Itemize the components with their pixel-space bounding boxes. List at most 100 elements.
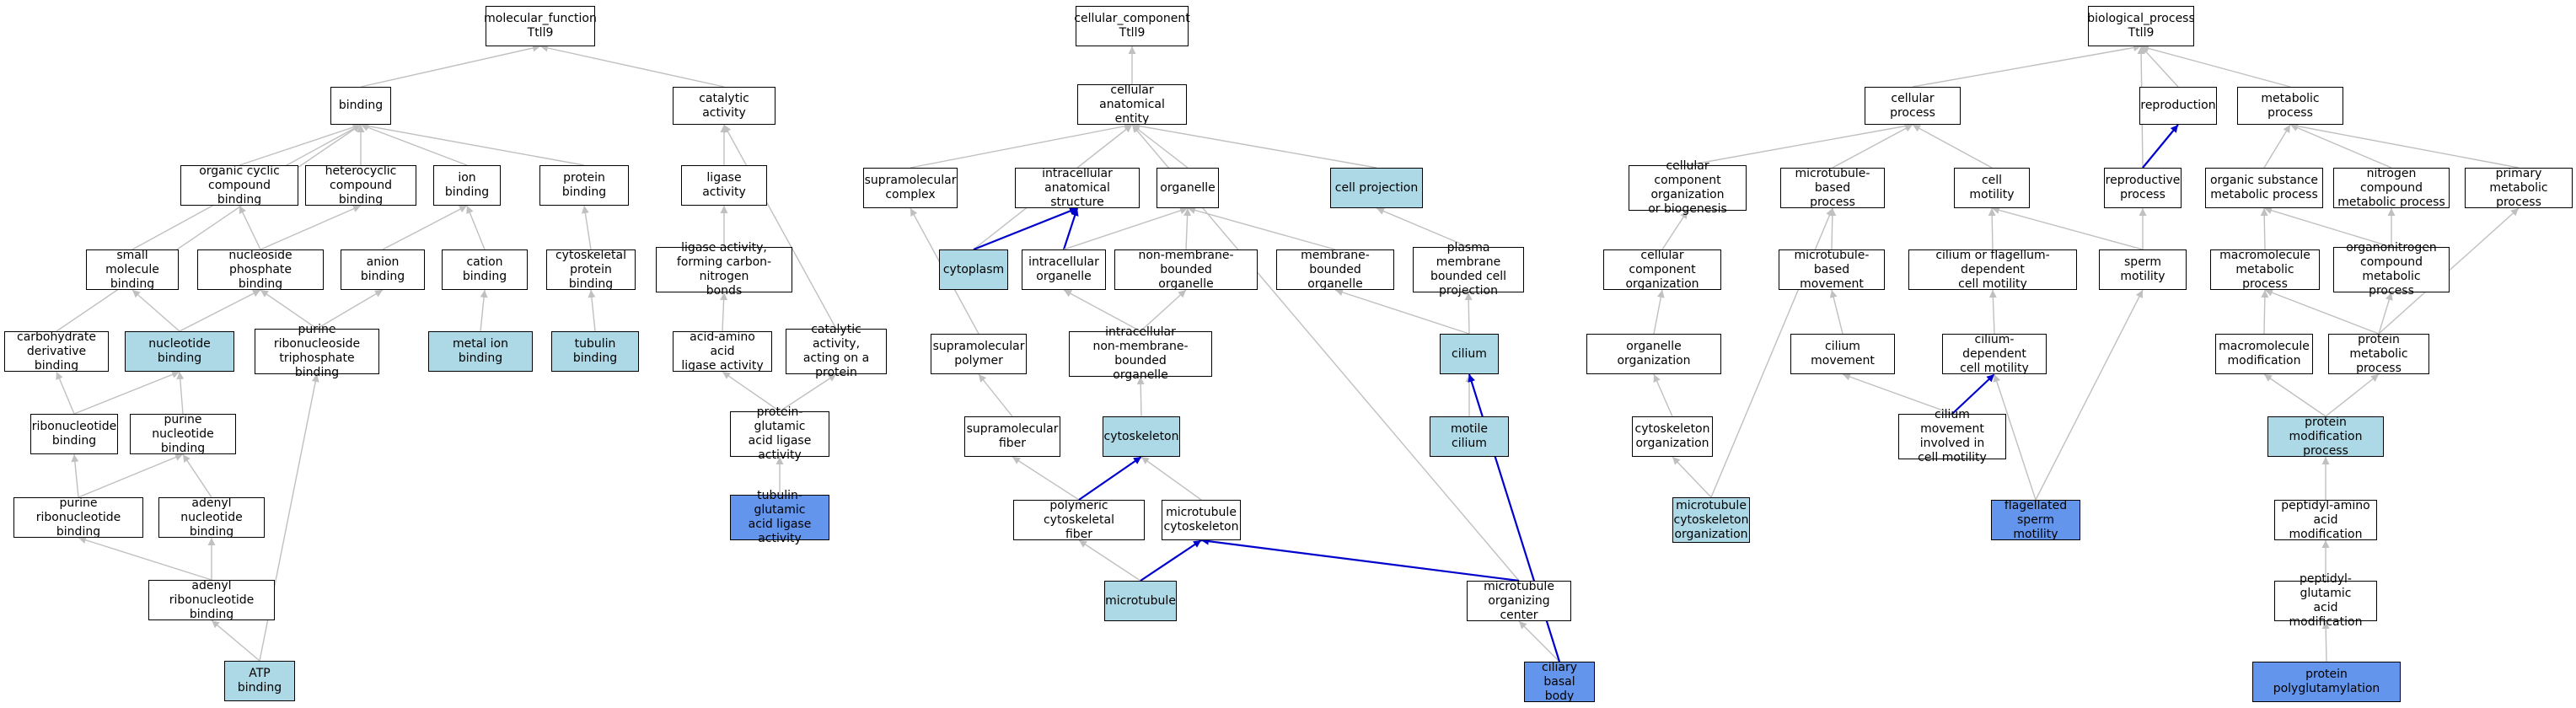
node-purine-ribonucleoside-triphosphate-binding[interactable]: purine ribonucleoside triphosphate bindi… [255, 323, 379, 379]
node-ligase-activity[interactable]: ligase activity [681, 165, 767, 206]
node-peptidyl-glutamic-acid-modification[interactable]: peptidyl-glutamic acid modification [2274, 572, 2377, 629]
node-cilium-dependent-cell-motility[interactable]: cilium-dependent cell motility [1942, 333, 2047, 375]
node-supramolecular-complex[interactable]: supramolecular complex [863, 168, 958, 208]
edge-cilium-to-mem_organelle [1334, 288, 1470, 335]
node-cytoskeletal-protein-binding[interactable]: cytoskeletal protein binding [546, 249, 636, 291]
node-nucleoside-phosphate-binding[interactable]: nucleoside phosphate binding [197, 249, 324, 291]
edge-polymeric_cytoskeletal_fiber-to-supramolecular_fiber [1012, 456, 1080, 501]
node-ion-binding[interactable]: ion binding [433, 165, 501, 206]
edge-nucleoside_phosphate-to-heterocyclic [260, 205, 362, 250]
node-cilium[interactable]: cilium [1440, 334, 1499, 374]
node-microtubule[interactable]: microtubule [1104, 581, 1177, 621]
node-cellular-component-root[interactable]: cellular_component Ttll9 [1074, 6, 1190, 46]
node-reproduction[interactable]: reproduction [2139, 87, 2217, 125]
node-purine-nucleotide-binding[interactable]: purine nucleotide binding [130, 413, 236, 455]
node-molecular-function-root[interactable]: molecular_function Ttll9 [484, 6, 597, 46]
node-protein-polyglutamylation[interactable]: protein polyglutamylation [2252, 662, 2401, 702]
node-intracellular-organelle[interactable]: intracellular organelle [1022, 249, 1106, 290]
node-ribonucleotide-binding[interactable]: ribonucleotide binding [30, 414, 118, 454]
edge-ciliary_basal_body-to-mtoc [1518, 620, 1560, 662]
node-organelle[interactable]: organelle [1157, 168, 1219, 208]
node-cell-projection[interactable]: cell projection [1330, 168, 1423, 208]
node-protein-modification-process[interactable]: protein modification process [2267, 416, 2384, 458]
node-acid-amino-acid-ligase-activity[interactable]: acid-amino acid ligase activity [673, 330, 772, 373]
node-plasma-membrane-bounded-cell-projection[interactable]: plasma membrane bounded cell projection [1413, 241, 1524, 298]
node-adenyl-nucleotide-binding[interactable]: adenyl nucleotide binding [158, 496, 265, 539]
node-cytoskeleton-organization[interactable]: cytoskeleton organization [1632, 416, 1713, 457]
node-supramolecular-polymer[interactable]: supramolecular polymer [931, 334, 1027, 374]
node-sperm-motility[interactable]: sperm motility [2099, 249, 2187, 290]
node-intracellular-anatomical-structure[interactable]: intracellular anatomical structure [1015, 167, 1140, 209]
node-ciliary-basal-body[interactable]: ciliary basal body [1524, 661, 1595, 703]
node-organic-substance-metabolic-process[interactable]: organic substance metabolic process [2205, 168, 2323, 208]
node-macromolecule-modification[interactable]: macromolecule modification [2215, 334, 2313, 374]
edge-catalytic_activity-to-mf_root [539, 44, 725, 88]
node-metabolic-process[interactable]: metabolic process [2237, 87, 2343, 125]
node-atp-binding[interactable]: ATP binding [224, 661, 295, 701]
edge-supramolecular_complex-to-cae [910, 122, 1133, 169]
node-cell-motility[interactable]: cell motility [1954, 168, 2030, 208]
node-catalytic-activity-on-protein[interactable]: catalytic activity, acting on a protein [786, 323, 887, 379]
node-membrane-bounded-organelle[interactable]: membrane-bounded organelle [1276, 249, 1394, 291]
edge-protein_binding-to-binding [360, 122, 585, 166]
node-tubulin-glutamic-acid-ligase-activity[interactable]: tubulin-glutamic acid ligase activity [730, 489, 829, 545]
node-protein-metabolic-process[interactable]: protein metabolic process [2328, 333, 2429, 375]
node-primary-metabolic-process[interactable]: primary metabolic process [2465, 167, 2573, 209]
node-small-molecule-binding[interactable]: small molecule binding [86, 249, 179, 291]
edge-ion_binding-to-binding [360, 123, 468, 166]
node-microtubule-organizing-center[interactable]: microtubule organizing center [1467, 580, 1571, 622]
edge-metal_ion-to-cation_binding [480, 289, 488, 332]
edge-cilium_movement_motility-to-cilium_movement [1842, 373, 1953, 415]
node-protein-binding[interactable]: protein binding [539, 165, 629, 206]
node-non-membrane-bounded-organelle[interactable]: non-membrane-bounded organelle [1114, 249, 1258, 291]
node-purine-ribonucleotide-binding[interactable]: purine ribonucleotide binding [13, 496, 143, 539]
node-macromolecule-metabolic-process[interactable]: macromolecule metabolic process [2210, 249, 2320, 291]
node-metal-ion-binding[interactable]: metal ion binding [428, 331, 533, 372]
edge-organelle_organization-to-cc_organization [1653, 289, 1665, 335]
node-cytoskeleton[interactable]: cytoskeleton [1103, 416, 1180, 457]
node-microtubule-based-movement[interactable]: microtubule-based movement [1779, 249, 1885, 291]
node-cellular-anatomical-entity[interactable]: cellular anatomical entity [1077, 83, 1187, 126]
node-binding[interactable]: binding [330, 87, 391, 125]
node-cellular-component-organization[interactable]: cellular component organization [1603, 249, 1721, 291]
node-microtubule-cytoskeleton-organization[interactable]: microtubule cytoskeleton organization [1672, 497, 1750, 543]
node-organonitrogen-compound-metabolic-process[interactable]: organonitrogen compound metabolic proces… [2333, 241, 2450, 298]
node-cation-binding[interactable]: cation binding [442, 249, 528, 290]
edge-cilium_dependent_motility-to-cilium_or_flagellum_motility [1988, 289, 1997, 335]
node-cilium-movement-involved-in-cell-motility[interactable]: cilium movement involved in cell motilit… [1898, 408, 2006, 464]
edge-plasma_mem_projection-to-cell_projection [1376, 207, 1469, 248]
node-organelle-organization[interactable]: organelle organization [1586, 334, 1721, 374]
edge-nucleotide_binding-to-nucleoside_phosphate [179, 289, 261, 332]
node-reproductive-process[interactable]: reproductive process [2104, 168, 2182, 208]
node-organic-cyclic-compound-binding[interactable]: organic cyclic compound binding [180, 164, 298, 206]
node-microtubule-cytoskeleton[interactable]: microtubule cytoskeleton [1162, 500, 1241, 540]
node-adenyl-ribonucleotide-binding[interactable]: adenyl ribonucleotide binding [148, 579, 275, 621]
edge-atp_binding-to-adenyl_ribonucleotide [211, 620, 260, 662]
node-flagellated-sperm-motility[interactable]: flagellated sperm motility [1991, 499, 2080, 541]
node-biological-process-root[interactable]: biological_process Ttll9 [2087, 6, 2195, 46]
node-cilium-or-flagellum-dependent-cell-motility[interactable]: cilium or flagellum-dependent cell motil… [1908, 249, 2077, 291]
node-polymeric-cytoskeletal-fiber[interactable]: polymeric cytoskeletal fiber [1013, 499, 1145, 541]
node-ligase-activity-carbon-nitrogen[interactable]: ligase activity, forming carbon-nitrogen… [656, 241, 792, 298]
edge-cell_projection-to-cae [1131, 122, 1377, 169]
node-protein-glutamic-acid-ligase-activity[interactable]: protein-glutamic acid ligase activity [730, 405, 829, 462]
node-heterocyclic-compound-binding[interactable]: heterocyclic compound binding [305, 164, 416, 206]
node-nitrogen-compound-metabolic-process[interactable]: nitrogen compound metabolic process [2333, 167, 2450, 209]
edge-supramolecular_fiber-to-supramolecular_polymer [978, 373, 1013, 417]
node-microtubule-based-process[interactable]: microtubule-based process [1780, 167, 1885, 209]
node-tubulin-binding[interactable]: tubulin binding [551, 331, 639, 372]
node-anion-binding[interactable]: anion binding [341, 249, 425, 290]
node-cellular-process[interactable]: cellular process [1865, 87, 1961, 125]
edge-purine_ribonucleotide-to-purine_nucleotide [78, 453, 184, 498]
node-cilium-movement[interactable]: cilium movement [1790, 334, 1895, 374]
node-intracellular-non-membrane-bounded-organelle[interactable]: intracellular non-membrane-bounded organ… [1069, 325, 1212, 382]
node-cellular-component-organization-or-biogenesis[interactable]: cellular component organization or bioge… [1629, 159, 1747, 216]
node-supramolecular-fiber[interactable]: supramolecular fiber [964, 416, 1060, 457]
edge-intra_non_mem_organelle-to-intracellular_organelle [1063, 289, 1141, 332]
node-peptidyl-amino-acid-modification[interactable]: peptidyl-amino acid modification [2274, 499, 2377, 541]
node-cytoplasm[interactable]: cytoplasm [939, 249, 1008, 290]
node-carbohydrate-derivative-binding[interactable]: carbohydrate derivative binding [4, 330, 109, 373]
node-catalytic-activity[interactable]: catalytic activity [673, 87, 775, 125]
node-nucleotide-binding[interactable]: nucleotide binding [125, 331, 234, 372]
node-motile-cilium[interactable]: motile cilium [1430, 416, 1509, 457]
